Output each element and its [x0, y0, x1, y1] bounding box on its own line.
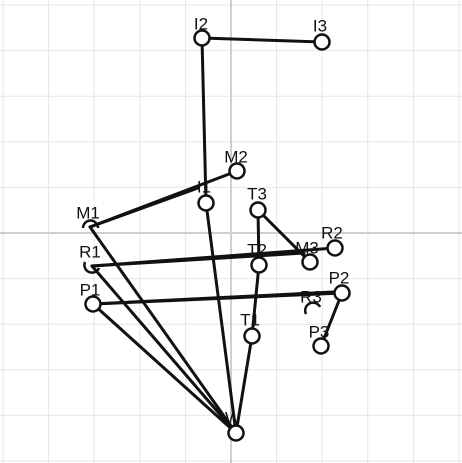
- node-r3[interactable]: [303, 301, 322, 315]
- node-m3[interactable]: [301, 253, 319, 271]
- edge-T1-W: [234, 334, 254, 435]
- node-r2[interactable]: [326, 239, 344, 257]
- edge-P2-P3: [319, 291, 344, 348]
- node-label-p2: P2: [329, 269, 350, 288]
- node-label-r3: R3: [300, 288, 322, 307]
- node-label-t1: T1: [240, 311, 260, 330]
- node-t1[interactable]: [243, 327, 261, 345]
- node-layer: [81, 29, 351, 442]
- node-label-m2: M2: [224, 148, 248, 167]
- node-t3[interactable]: [249, 201, 267, 219]
- edge-M1-W: [88, 225, 238, 435]
- node-w[interactable]: [227, 424, 245, 442]
- node-p2[interactable]: [333, 284, 351, 302]
- edge-I2-I3: [200, 36, 324, 44]
- edge-P1-to-R3: [91, 290, 335, 306]
- node-label-t3: T3: [247, 185, 267, 204]
- node-p1[interactable]: [84, 295, 102, 313]
- edge-T1-T2: [250, 263, 261, 338]
- edge-R1-to-M3: [90, 251, 306, 268]
- node-label-p3: P3: [309, 323, 330, 342]
- node-label-t2: T2: [247, 241, 267, 260]
- node-t2[interactable]: [250, 256, 268, 274]
- node-r1[interactable]: [83, 261, 101, 274]
- node-label-p1: P1: [80, 281, 101, 300]
- node-i2[interactable]: [193, 29, 211, 47]
- edge-I2-I1: [200, 36, 208, 205]
- edge-R1-W: [90, 264, 238, 435]
- node-label-r2: R2: [321, 224, 343, 243]
- node-label-i1: I1: [197, 178, 211, 197]
- node-label-w: W: [225, 409, 241, 428]
- node-label-r1: R1: [79, 243, 101, 262]
- node-label-m1: M1: [76, 204, 100, 223]
- node-p3[interactable]: [312, 337, 330, 355]
- node-m1[interactable]: [81, 219, 100, 229]
- node-label-i2: I2: [194, 15, 208, 34]
- node-m2[interactable]: [228, 162, 246, 180]
- node-i3[interactable]: [313, 33, 331, 51]
- edge-I1-W: [204, 201, 238, 435]
- edge-P1-W: [91, 302, 238, 435]
- node-label-i3: I3: [313, 17, 327, 36]
- edge-layer: [88, 36, 344, 435]
- node-i1[interactable]: [197, 194, 215, 212]
- node-label-m3: M3: [295, 239, 319, 258]
- edge-M1-to-I1: [88, 186, 200, 229]
